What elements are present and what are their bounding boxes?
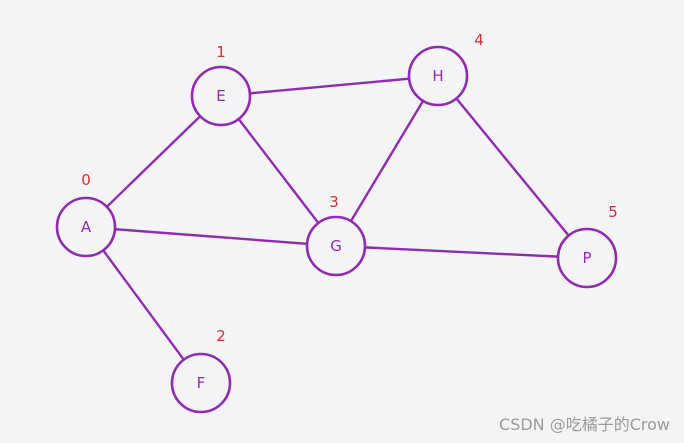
node-circle-f	[170, 352, 232, 414]
node-circle-g	[305, 215, 367, 277]
edge-e-g	[237, 117, 320, 225]
node-label-h: H	[432, 67, 443, 85]
node-h: H4	[407, 31, 484, 107]
node-index-a: 0	[81, 171, 91, 189]
edge-a-f	[102, 249, 185, 361]
node-a: A0	[55, 171, 117, 258]
watermark: CSDN @吃橘子的Crow	[499, 415, 670, 434]
node-p: P5	[556, 203, 618, 289]
node-index-p: 5	[608, 203, 618, 221]
edge-g-h	[349, 99, 425, 223]
node-circle-h	[407, 45, 469, 107]
node-label-f: F	[197, 374, 206, 392]
node-label-g: G	[330, 237, 342, 255]
node-f: F2	[170, 327, 232, 414]
edges-layer	[102, 77, 570, 361]
edge-a-e	[105, 114, 202, 209]
edge-h-p	[455, 97, 570, 237]
edge-a-g	[113, 227, 309, 246]
node-index-f: 2	[216, 327, 226, 345]
node-label-e: E	[216, 87, 225, 105]
node-label-a: A	[81, 218, 92, 236]
node-circle-a	[55, 196, 117, 258]
edge-g-p	[363, 246, 560, 258]
edge-e-h	[248, 77, 411, 95]
node-circle-p	[556, 227, 618, 289]
node-g: G3	[305, 193, 367, 277]
node-label-p: P	[582, 249, 591, 267]
node-e: E1	[190, 43, 252, 127]
node-index-e: 1	[216, 43, 226, 61]
node-index-h: 4	[474, 31, 484, 49]
node-index-g: 3	[329, 193, 339, 211]
node-circle-e	[190, 65, 252, 127]
